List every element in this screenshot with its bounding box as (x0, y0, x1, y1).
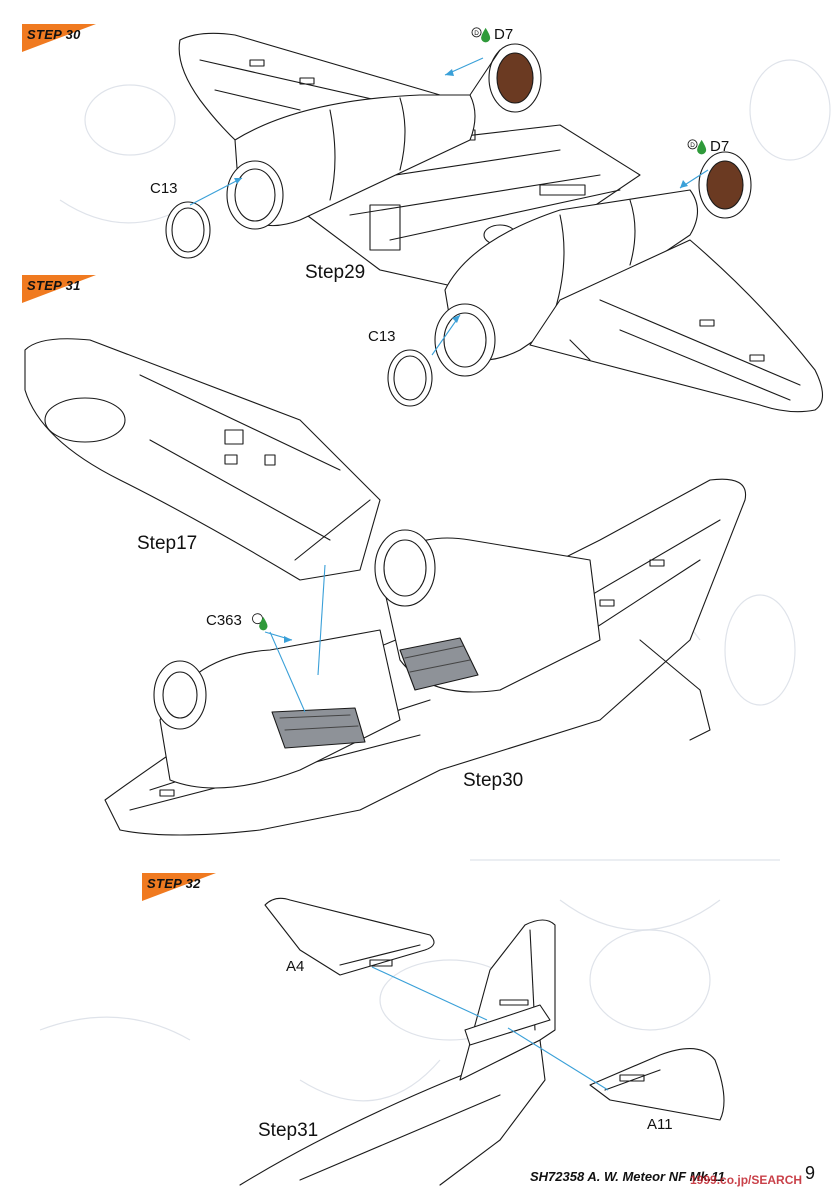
step-32-banner: STEP 32 (142, 873, 228, 903)
guide-a4 (371, 966, 488, 1021)
part-label-a4: A4 (286, 958, 305, 975)
part-label-d7-right: D7 (710, 138, 730, 155)
paint-drop-icon-top: D (471, 27, 491, 43)
watermark: 1999.co.jp/SEARCH (690, 1173, 803, 1187)
part-label-c363: C363 (206, 612, 242, 629)
ref-step29: Step29 (305, 262, 366, 283)
step-31-banner: STEP 31 (22, 275, 108, 305)
paint-drop-icon-c363 (252, 613, 268, 631)
guide-c13-right (431, 314, 461, 356)
paint-code-top: D (474, 30, 479, 37)
guide-lines (189, 57, 709, 1091)
part-label-a11: A11 (647, 1116, 673, 1133)
part-label-d7-top: D7 (494, 26, 514, 43)
step-30-banner: STEP 30 (22, 24, 108, 54)
step31-assembly (24, 338, 747, 836)
guide-c363-a (269, 631, 306, 713)
ref-step17: Step17 (137, 533, 198, 554)
guide-step17 (317, 564, 326, 676)
paint-code-right: D (690, 142, 695, 149)
step-31-label: STEP 31 (27, 278, 81, 293)
ref-step30: Step30 (463, 770, 524, 791)
guide-a11 (507, 1027, 609, 1091)
part-label-c13-left: C13 (150, 180, 178, 197)
paint-drop-icon-right: D (687, 139, 707, 155)
guide-c13-left (189, 177, 243, 206)
footer-title: SH72358 A. W. Meteor NF Mk.11 (530, 1169, 725, 1184)
step-32-label: STEP 32 (147, 876, 201, 891)
page-number: 9 (805, 1163, 816, 1183)
step-30-label: STEP 30 (27, 27, 81, 42)
arrow-heads (234, 69, 688, 643)
step32-assembly (239, 897, 725, 1186)
part-label-c13-right: C13 (368, 328, 396, 345)
ref-step31: Step31 (258, 1120, 319, 1141)
step30-aircraft (165, 32, 824, 413)
